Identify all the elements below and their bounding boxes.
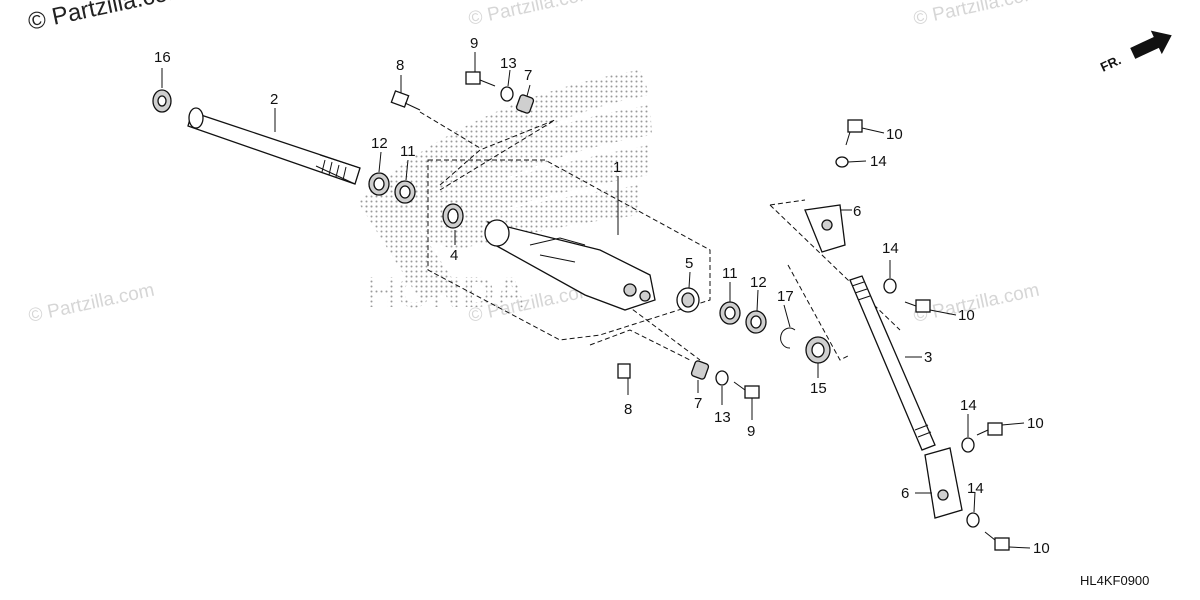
callout-8-upper: 8 — [396, 57, 404, 74]
callout-11-upper: 11 — [400, 143, 416, 160]
callout-15: 15 — [810, 380, 827, 397]
assembly-outline-3 — [769, 199, 901, 361]
part-5-bushing — [676, 287, 700, 313]
callout-17: 17 — [777, 288, 794, 305]
part-1-column-housing — [484, 219, 656, 311]
callout-14-c: 14 — [960, 397, 977, 414]
callout-10-a: 10 — [886, 126, 903, 143]
callout-10-c: 10 — [1027, 415, 1044, 432]
watermark-left: © Partzilla.com — [27, 280, 157, 327]
part-8-bolt-upper — [390, 90, 421, 111]
callout-10-b: 10 — [958, 307, 975, 324]
part-14-washer-b — [883, 278, 897, 294]
callout-14-a: 14 — [870, 153, 887, 170]
part-6-universal-joint-upper — [804, 204, 846, 253]
part-17-circlip — [780, 327, 796, 349]
callout-8-lower: 8 — [624, 401, 632, 418]
callout-6-lower: 6 — [901, 485, 909, 502]
assembly-outline-1 — [419, 111, 711, 361]
part-3-steering-shaft — [849, 275, 936, 451]
part-12-seal-lower — [745, 310, 767, 334]
callout-1: 1 — [613, 159, 621, 176]
part-13-washer-lower — [715, 370, 729, 386]
part-2-steering-shaft — [187, 107, 361, 185]
part-10-bolt-b — [904, 299, 931, 313]
callout-2: 2 — [270, 91, 278, 108]
callout-14-b: 14 — [882, 240, 899, 257]
part-10-bolt-c — [976, 422, 1003, 436]
part-15-collar — [805, 336, 831, 364]
front-direction-arrow-icon: FR. — [1098, 30, 1172, 75]
part-10-bolt-d — [984, 531, 1010, 551]
callout-7-upper: 7 — [524, 67, 532, 84]
callout-labels: 16 2 8 9 13 7 12 11 1 4 5 11 12 17 15 7 … — [154, 35, 1050, 557]
honda-wing-logo-icon: HONDA — [355, 70, 652, 317]
callout-4: 4 — [450, 247, 458, 264]
callout-12-upper: 12 — [371, 135, 388, 152]
callout-9-upper: 9 — [470, 35, 478, 52]
part-14-washer-d — [966, 512, 980, 528]
callout-5: 5 — [685, 255, 693, 272]
part-6-universal-joint-lower — [924, 447, 963, 519]
callout-13-upper: 13 — [500, 55, 517, 72]
part-11-bearing-upper — [394, 180, 416, 204]
part-9-bolt-upper — [465, 71, 496, 87]
part-11-bearing-lower — [719, 301, 741, 325]
front-direction-label: FR. — [1098, 52, 1123, 74]
watermark-top-right: © Partzilla.com — [912, 0, 1042, 30]
callout-16: 16 — [154, 49, 171, 66]
callout-10-d: 10 — [1033, 540, 1050, 557]
callout-3: 3 — [924, 349, 932, 366]
corner-watermark: © Partzilla.com — [26, 0, 190, 36]
callout-13-lower: 13 — [714, 409, 731, 426]
leader-lines — [161, 52, 1031, 549]
part-13-washer-upper — [500, 86, 514, 102]
part-4-bushing — [442, 203, 464, 229]
part-9-bolt-lower — [733, 381, 760, 399]
part-12-seal-upper — [368, 172, 390, 196]
honda-logo-text: HONDA — [365, 268, 526, 317]
callout-7-lower: 7 — [694, 395, 702, 412]
callout-14-d: 14 — [967, 480, 984, 497]
part-7-collar-lower — [690, 360, 710, 380]
part-16-washer — [152, 89, 172, 113]
watermark-top-center: © Partzilla.com — [467, 0, 597, 30]
callout-12-lower: 12 — [750, 274, 767, 291]
part-7-collar-upper — [515, 94, 535, 114]
diagram-code: HL4KF0900 — [1080, 573, 1149, 588]
part-14-washer-c — [961, 437, 975, 453]
part-10-bolt-a — [845, 119, 863, 146]
part-8-bolt-lower — [617, 363, 631, 379]
callout-9-lower: 9 — [747, 423, 755, 440]
watermark-right: © Partzilla.com — [912, 280, 1042, 327]
callout-11-lower: 11 — [722, 265, 738, 282]
callout-6-upper: 6 — [853, 203, 861, 220]
part-14-washer-a — [835, 156, 849, 168]
